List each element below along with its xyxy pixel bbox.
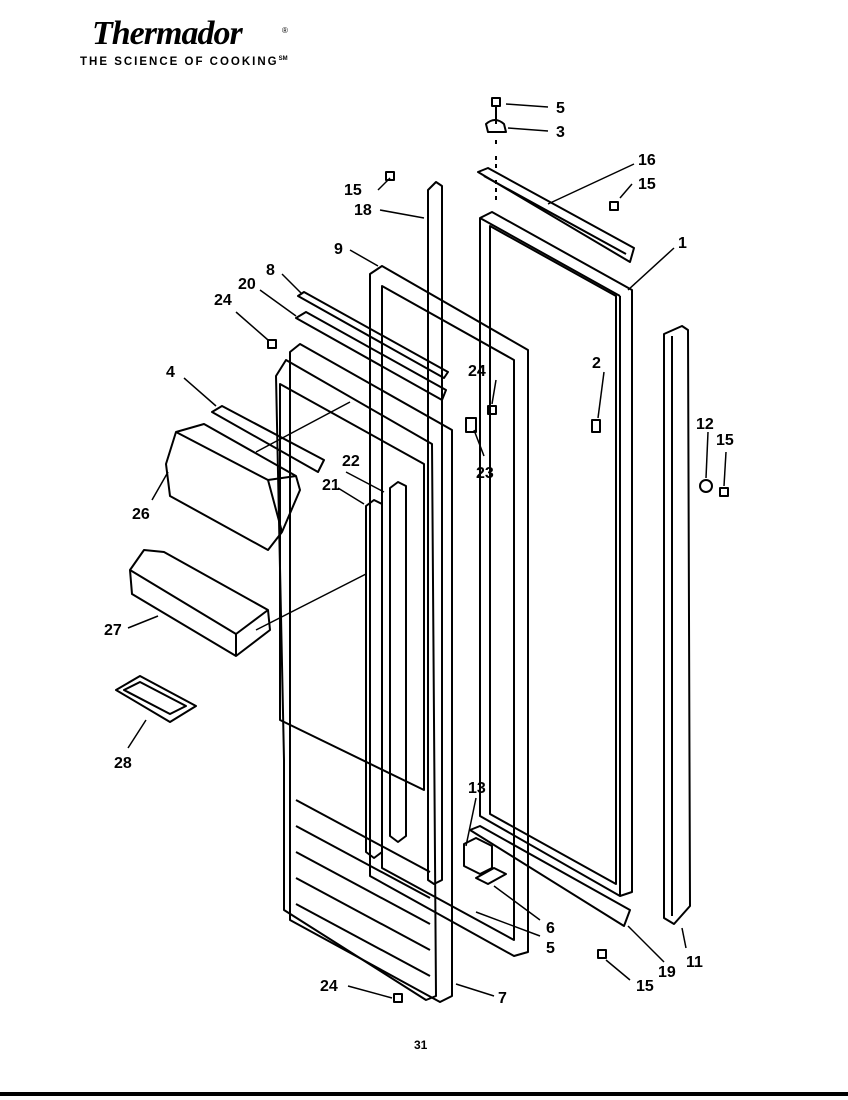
label-part-3: 3 (556, 124, 565, 141)
label-part-16: 16 (638, 152, 656, 169)
top-hinge-plate (477, 167, 635, 263)
label-part-5-bottom: 5 (546, 940, 555, 957)
label-part-21: 21 (322, 477, 340, 494)
label-part-24-bottom: 24 (320, 978, 338, 995)
label-part-15-top: 15 (344, 182, 362, 199)
lower-hinge-bracket (475, 867, 507, 885)
service-mark: SM (278, 56, 288, 63)
screw-24-top (267, 339, 277, 349)
tagline-text: THE SCIENCE OF COOKING (80, 56, 279, 68)
bottom-bracket (469, 825, 631, 927)
label-part-2: 2 (592, 355, 601, 372)
top-cap (295, 311, 447, 401)
label-part-8: 8 (266, 262, 275, 279)
outer-door-panel (479, 211, 633, 897)
brand-logo: Thermador (92, 14, 243, 54)
label-part-13: 13 (468, 780, 486, 797)
label-part-7: 7 (498, 990, 507, 1007)
label-part-24-top: 24 (214, 292, 232, 309)
bracket-2 (591, 419, 601, 433)
small-tray (115, 675, 197, 723)
brand-name: Thermador (92, 15, 243, 52)
inner-liner (275, 343, 453, 1003)
screw-15-top (385, 171, 395, 181)
brand-tagline: THE SCIENCE OF COOKINGSM (80, 56, 288, 68)
inner-strip-b (389, 481, 407, 843)
label-part-15-side: 15 (716, 432, 734, 449)
label-part-1: 1 (678, 235, 687, 252)
label-part-22: 22 (342, 453, 360, 470)
door-bin (129, 549, 271, 657)
lower-hinge (463, 837, 493, 875)
page-number: 31 (414, 1038, 428, 1052)
shelf (211, 405, 325, 473)
label-part-20: 20 (238, 276, 256, 293)
label-part-15-right: 15 (638, 176, 656, 193)
label-part-28: 28 (114, 755, 132, 772)
label-part-24-mid: 24 (468, 363, 486, 380)
screw-15-side (719, 487, 729, 497)
label-part-15-bottom: 15 (636, 978, 654, 995)
screw-15-right (609, 201, 619, 211)
top-hinge-assembly (485, 97, 507, 200)
label-part-27: 27 (104, 622, 122, 639)
washer-12 (699, 479, 713, 493)
screw-24-bottom (393, 993, 403, 1003)
screw-15-bottom (597, 949, 607, 959)
bottom-rule (0, 1092, 848, 1096)
label-part-5-top: 5 (556, 100, 565, 117)
label-part-4: 4 (166, 364, 175, 381)
screw-24-mid (487, 405, 497, 415)
top-cap-strip (297, 291, 449, 379)
label-part-6: 6 (546, 920, 555, 937)
label-part-11: 11 (686, 954, 703, 971)
label-part-9: 9 (334, 241, 343, 258)
side-trim (663, 325, 691, 925)
dairy-compartment (165, 423, 301, 551)
registered-mark: ® (282, 26, 288, 35)
label-part-23: 23 (476, 465, 494, 482)
label-part-18: 18 (354, 202, 372, 219)
inner-strip-a (365, 499, 383, 859)
label-part-26: 26 (132, 506, 150, 523)
door-strip (427, 181, 443, 885)
label-part-12: 12 (696, 416, 714, 433)
bracket-23 (465, 417, 477, 433)
label-part-19: 19 (658, 964, 676, 981)
